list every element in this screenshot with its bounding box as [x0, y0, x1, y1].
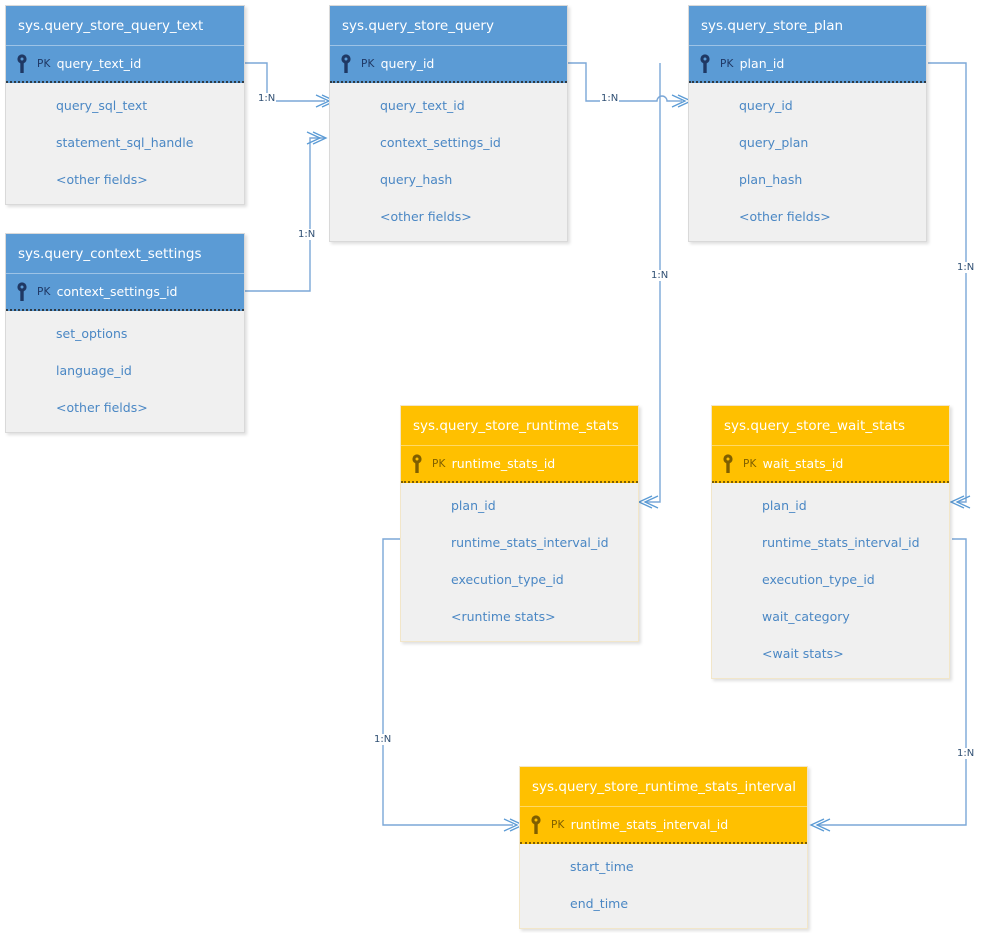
key-icon — [401, 453, 435, 474]
relationship-label-r1: 1:N — [257, 93, 277, 104]
entity-fields: set_options language_id <other fields> — [6, 311, 244, 432]
entity-title: sys.query_store_wait_stats — [712, 406, 949, 446]
connector-r3 — [568, 62, 693, 108]
pk-tag: PK — [551, 818, 565, 831]
field-row[interactable]: runtime_stats_interval_id — [451, 535, 609, 550]
primary-key-name: runtime_stats_id — [451, 456, 556, 471]
field-row[interactable]: query_sql_text — [56, 98, 148, 113]
entity-title: sys.query_store_query_text — [6, 6, 244, 46]
field-row[interactable]: start_time — [570, 859, 634, 874]
field-row[interactable]: <other fields> — [739, 209, 831, 224]
field-row[interactable]: <wait stats> — [762, 646, 844, 661]
field-row[interactable]: query_text_id — [380, 98, 465, 113]
field-row[interactable]: context_settings_id — [380, 135, 501, 150]
primary-key-name: plan_id — [739, 56, 785, 71]
entity-title: sys.query_store_runtime_stats_interval — [520, 767, 807, 807]
field-row[interactable]: wait_category — [762, 609, 850, 624]
field-row[interactable]: plan_hash — [739, 172, 803, 187]
entity-title: sys.query_store_query — [330, 6, 567, 46]
entity-fields: plan_id runtime_stats_interval_id execut… — [712, 483, 949, 678]
primary-key-name: context_settings_id — [56, 284, 178, 299]
field-row[interactable]: language_id — [56, 363, 132, 378]
entity-query-store-runtime-stats-interval[interactable]: sys.query_store_runtime_stats_interval P… — [519, 766, 808, 929]
field-row[interactable]: <other fields> — [56, 172, 148, 187]
key-icon — [6, 53, 40, 74]
entity-query-store-runtime-stats[interactable]: sys.query_store_runtime_stats PK runtime… — [400, 405, 639, 642]
entity-title: sys.query_store_runtime_stats — [401, 406, 638, 446]
field-row[interactable]: plan_id — [762, 498, 807, 513]
primary-key-name: query_id — [380, 56, 435, 71]
entity-query-store-query[interactable]: sys.query_store_query PK query_id query_… — [329, 5, 568, 242]
relationship-label-r2: 1:N — [297, 229, 317, 240]
connector-r2 — [245, 131, 328, 292]
field-row[interactable]: execution_type_id — [762, 572, 875, 587]
relationship-label-r7: 1:N — [956, 748, 976, 759]
entity-primary-key-row[interactable]: PK runtime_stats_id — [401, 446, 638, 483]
entity-primary-key-row[interactable]: PK query_id — [330, 46, 567, 83]
pk-tag: PK — [37, 57, 51, 70]
primary-key-name: wait_stats_id — [762, 456, 844, 471]
entity-fields: start_time end_time — [520, 844, 807, 928]
key-icon — [520, 814, 554, 835]
pk-tag: PK — [743, 457, 757, 470]
entity-primary-key-row[interactable]: PK context_settings_id — [6, 274, 244, 311]
field-row[interactable]: statement_sql_handle — [56, 135, 194, 150]
pk-tag: PK — [432, 457, 446, 470]
primary-key-name: query_text_id — [56, 56, 142, 71]
entity-title: sys.query_store_plan — [689, 6, 926, 46]
entity-title: sys.query_context_settings — [6, 234, 244, 274]
entity-query-store-plan[interactable]: sys.query_store_plan PK plan_id query_id… — [688, 5, 927, 242]
pk-tag: PK — [37, 285, 51, 298]
field-row[interactable]: query_id — [739, 98, 793, 113]
key-icon — [6, 281, 40, 302]
field-row[interactable]: <runtime stats> — [451, 609, 556, 624]
key-icon — [712, 453, 746, 474]
entity-primary-key-row[interactable]: PK wait_stats_id — [712, 446, 949, 483]
field-row[interactable]: end_time — [570, 896, 629, 911]
key-icon — [330, 53, 364, 74]
entity-primary-key-row[interactable]: PK runtime_stats_interval_id — [520, 807, 807, 844]
field-row[interactable]: runtime_stats_interval_id — [762, 535, 920, 550]
field-row[interactable]: <other fields> — [380, 209, 472, 224]
entity-fields: query_sql_text statement_sql_handle <oth… — [6, 83, 244, 204]
entity-fields: query_text_id context_settings_id query_… — [330, 83, 567, 241]
field-row[interactable]: <other fields> — [56, 400, 148, 415]
field-row[interactable]: query_hash — [380, 172, 453, 187]
pk-tag: PK — [720, 57, 734, 70]
pk-tag: PK — [361, 57, 375, 70]
field-row[interactable]: plan_id — [451, 498, 496, 513]
entity-query-context-settings[interactable]: sys.query_context_settings PK context_se… — [5, 233, 245, 433]
entity-fields: query_id query_plan plan_hash <other fie… — [689, 83, 926, 241]
relationship-label-r6: 1:N — [373, 734, 393, 745]
entity-query-store-query-text[interactable]: sys.query_store_query_text PK query_text… — [5, 5, 245, 205]
key-icon — [689, 53, 723, 74]
field-row[interactable]: query_plan — [739, 135, 809, 150]
entity-fields: plan_id runtime_stats_interval_id execut… — [401, 483, 638, 641]
primary-key-name: runtime_stats_interval_id — [570, 817, 729, 832]
entity-query-store-wait-stats[interactable]: sys.query_store_wait_stats PK wait_stats… — [711, 405, 950, 679]
field-row[interactable]: execution_type_id — [451, 572, 564, 587]
entity-primary-key-row[interactable]: PK query_text_id — [6, 46, 244, 83]
relationship-label-r3: 1:N — [600, 93, 620, 104]
relationship-label-r4: 1:N — [650, 270, 670, 281]
connector-r4 — [637, 63, 661, 509]
relationship-label-r5: 1:N — [956, 262, 976, 273]
field-row[interactable]: set_options — [56, 326, 128, 341]
entity-primary-key-row[interactable]: PK plan_id — [689, 46, 926, 83]
